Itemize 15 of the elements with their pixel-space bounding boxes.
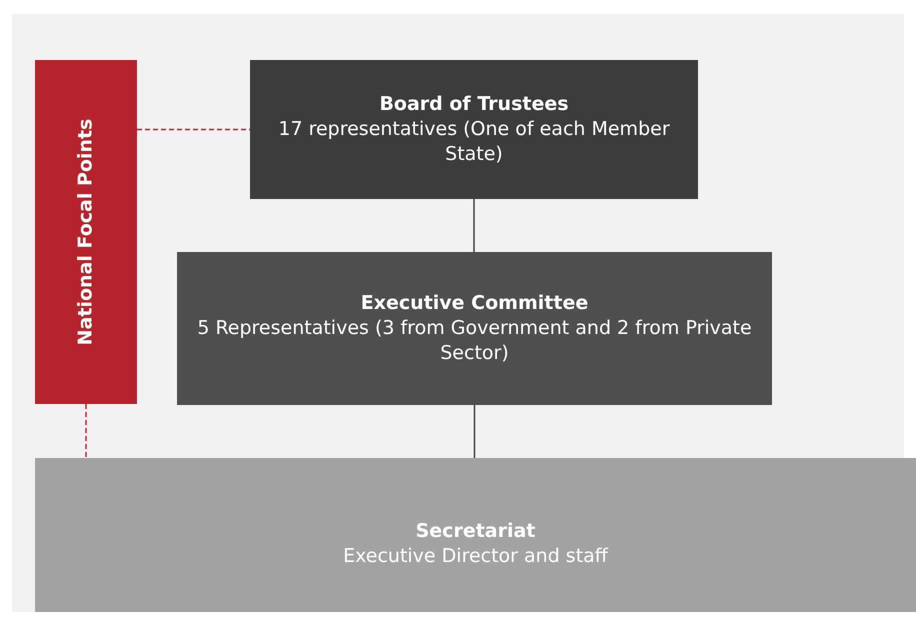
dashed-connector <box>137 128 250 130</box>
secretariat-band <box>35 458 916 612</box>
node-description: Executive Director and staff <box>342 544 610 569</box>
node-description: 17 representatives (One of each Member State) <box>277 117 671 167</box>
side-band <box>35 60 137 404</box>
connector-line <box>473 199 475 252</box>
node-title: Board of Trustees <box>378 92 570 118</box>
board-box <box>250 60 698 199</box>
node-title: National Focal Points <box>74 118 98 346</box>
node-description: 5 Representatives (3 from Government and 2 from Private Sector) <box>196 316 753 366</box>
dashed-connector <box>85 404 87 458</box>
connector-line <box>474 405 476 458</box>
node-title: Executive Committee <box>360 291 590 316</box>
committee-box <box>177 252 772 405</box>
node-title: Secretariat <box>414 519 536 544</box>
